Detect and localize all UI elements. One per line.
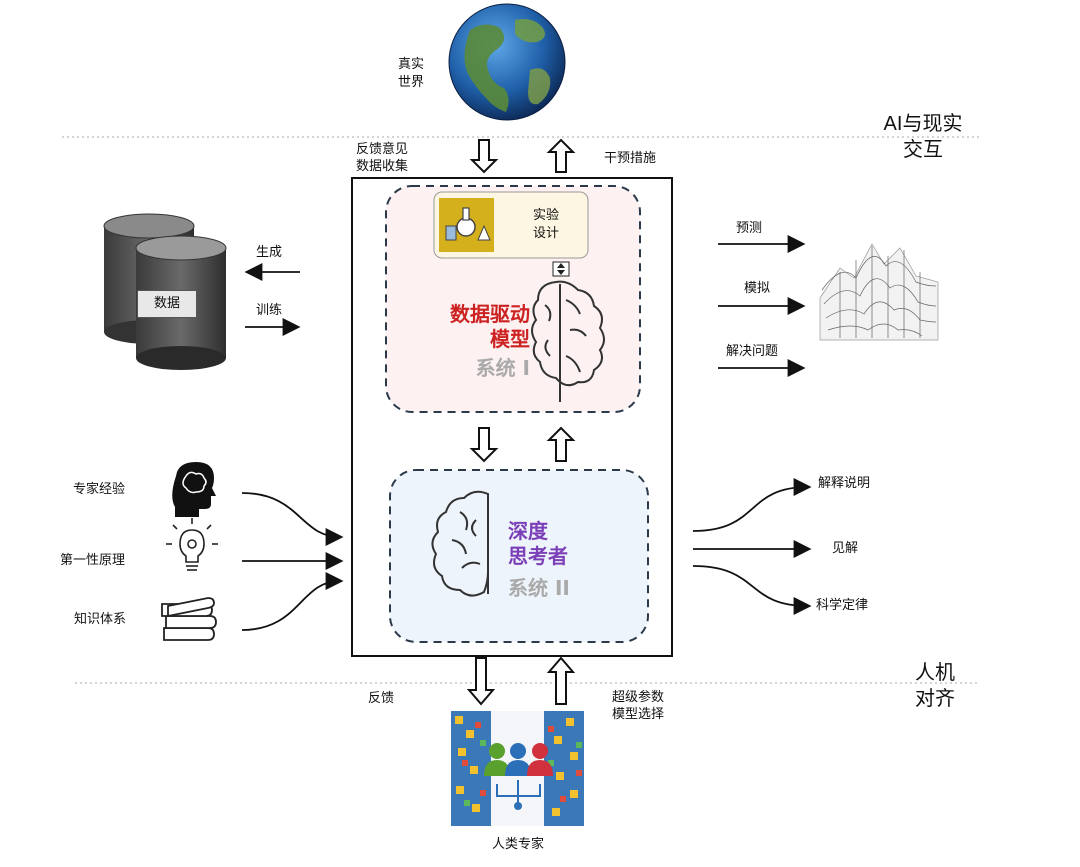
knowledge-system-arrow	[241, 572, 344, 631]
surface-plot-icon	[819, 243, 939, 341]
train-label: 训练	[256, 303, 283, 318]
solve-problems-label: 解决问题	[726, 344, 779, 359]
data-driven-model-label: 数据驱动 模型	[450, 302, 530, 351]
down-arrow-feedback-bottom	[466, 657, 496, 706]
system2-label: 系统 II	[508, 576, 570, 600]
up-arrow-middle	[546, 426, 576, 462]
human-experts-label: 人类专家	[491, 837, 544, 852]
up-arrow-intervention	[546, 138, 576, 173]
intervention-label: 干预措施	[604, 151, 657, 166]
generate-label: 生成	[256, 245, 283, 260]
hyperparams-label: 超级参数 模型选择	[612, 690, 665, 722]
feedback-label: 反馈	[368, 691, 395, 706]
knowledge-system-label: 知识体系	[74, 612, 127, 627]
insight-label: 见解	[832, 541, 859, 556]
experiment-design-label: 实验 设计	[532, 208, 559, 241]
explain-label: 解释说明	[818, 476, 871, 491]
up-arrow-hyperparams	[546, 656, 576, 705]
simulate-label: 模拟	[744, 281, 771, 296]
expert-experience-label: 专家经验	[73, 482, 126, 497]
data-label: 数据	[137, 290, 197, 318]
feedback-data-label: 反馈意见 数据收集	[356, 142, 409, 174]
brain-icon-lower	[431, 490, 489, 597]
brain-icon	[531, 280, 605, 402]
connector-arrow	[552, 261, 570, 277]
real-world-label: 真实 世界	[397, 57, 424, 90]
deep-thinker-panel	[389, 469, 649, 643]
expert-experience-arrow	[241, 492, 344, 546]
first-principles-label: 第一性原理	[60, 553, 126, 568]
predict-label: 预测	[736, 221, 763, 236]
down-arrow-middle	[469, 427, 499, 463]
down-arrow-feedback	[469, 139, 499, 174]
head-icon	[172, 462, 216, 517]
deep-thinker-label: 深度 思考者	[508, 519, 568, 568]
system1-label: 系统 I	[475, 356, 530, 380]
explain-arrow	[692, 478, 812, 532]
human-alignment-label: 人机 对齐	[915, 662, 955, 710]
scientific-laws-label: 科学定律	[816, 598, 869, 613]
lightbulb-icon	[166, 518, 218, 571]
scientific-laws-arrow	[692, 565, 812, 615]
experts-icon	[451, 711, 584, 826]
ai-interaction-label: AI与现实 交互	[883, 113, 963, 161]
globe-icon	[448, 3, 566, 121]
books-icon	[161, 597, 217, 641]
flask-icon	[439, 198, 494, 252]
